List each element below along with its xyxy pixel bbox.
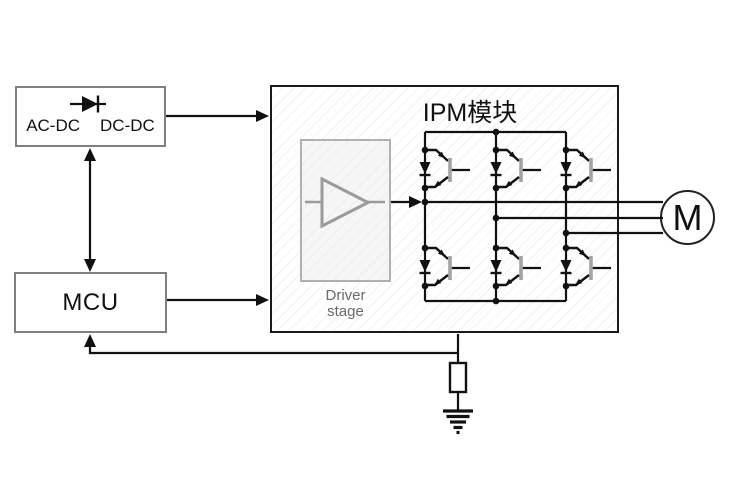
power-to-ipm-arrow (166, 110, 269, 122)
mcu-to-ipm-arrow (167, 294, 269, 306)
driver-stage-block (300, 139, 391, 282)
mcu-label: MCU (62, 288, 119, 316)
motor-label: M (672, 196, 703, 238)
power-supply-block: AC-DC DC-DC (15, 86, 166, 147)
driver-stage-label: Driver stage (325, 287, 366, 320)
motor-symbol: M (660, 190, 715, 245)
resistor-icon (448, 361, 468, 394)
mcu-block: MCU (14, 272, 167, 333)
ipm-title: IPM模块 (422, 99, 518, 127)
feedback-arrow (84, 334, 458, 355)
power-label-dcdc: DC-DC (100, 116, 155, 135)
ground-icon (443, 409, 473, 435)
power-label-acdc: AC-DC (26, 116, 81, 135)
power-mcu-arrow (84, 148, 96, 272)
shunt-path (448, 334, 468, 411)
ipm-module-block (270, 85, 619, 333)
